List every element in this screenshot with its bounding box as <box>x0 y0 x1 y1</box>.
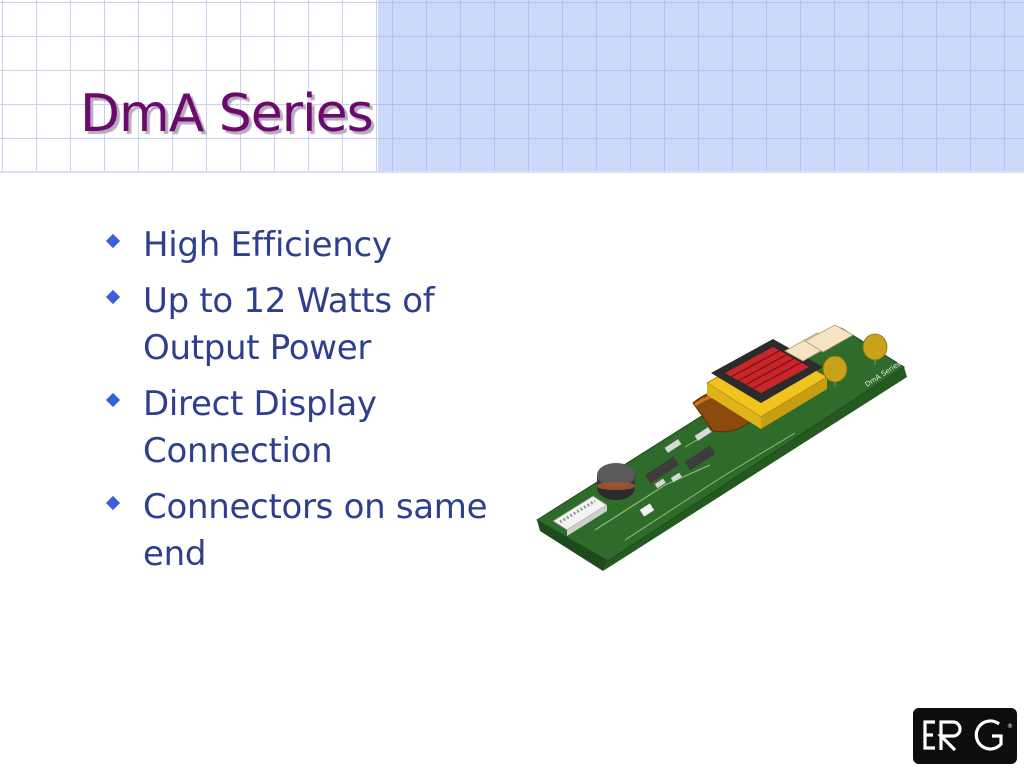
bullet-text: Connectors on same end <box>143 487 488 574</box>
bullet-text: Up to 12 Watts of Output Power <box>143 281 435 368</box>
diamond-bullet-icon <box>105 289 121 305</box>
erg-logo: ® <box>913 708 1017 764</box>
bullet-text: Direct Display Connection <box>143 384 377 471</box>
header-grid-highlight <box>378 0 1024 172</box>
bullet-item: High Efficiency <box>104 222 524 269</box>
header-divider <box>0 171 1024 173</box>
svg-text:®: ® <box>1007 723 1013 730</box>
bullet-text: High Efficiency <box>143 225 392 265</box>
diamond-bullet-icon <box>105 495 121 511</box>
bullet-item: Connectors on same end <box>104 484 524 578</box>
diamond-bullet-icon <box>105 392 121 408</box>
slide-title: DmA Series <box>80 84 374 144</box>
inverter-board-image: DmA Series <box>536 325 907 571</box>
bullet-list: High Efficiency Up to 12 Watts of Output… <box>104 222 524 587</box>
header-grid-background <box>0 0 378 172</box>
diamond-bullet-icon <box>105 233 121 249</box>
bullet-item: Direct Display Connection <box>104 381 524 475</box>
bullet-item: Up to 12 Watts of Output Power <box>104 278 524 372</box>
